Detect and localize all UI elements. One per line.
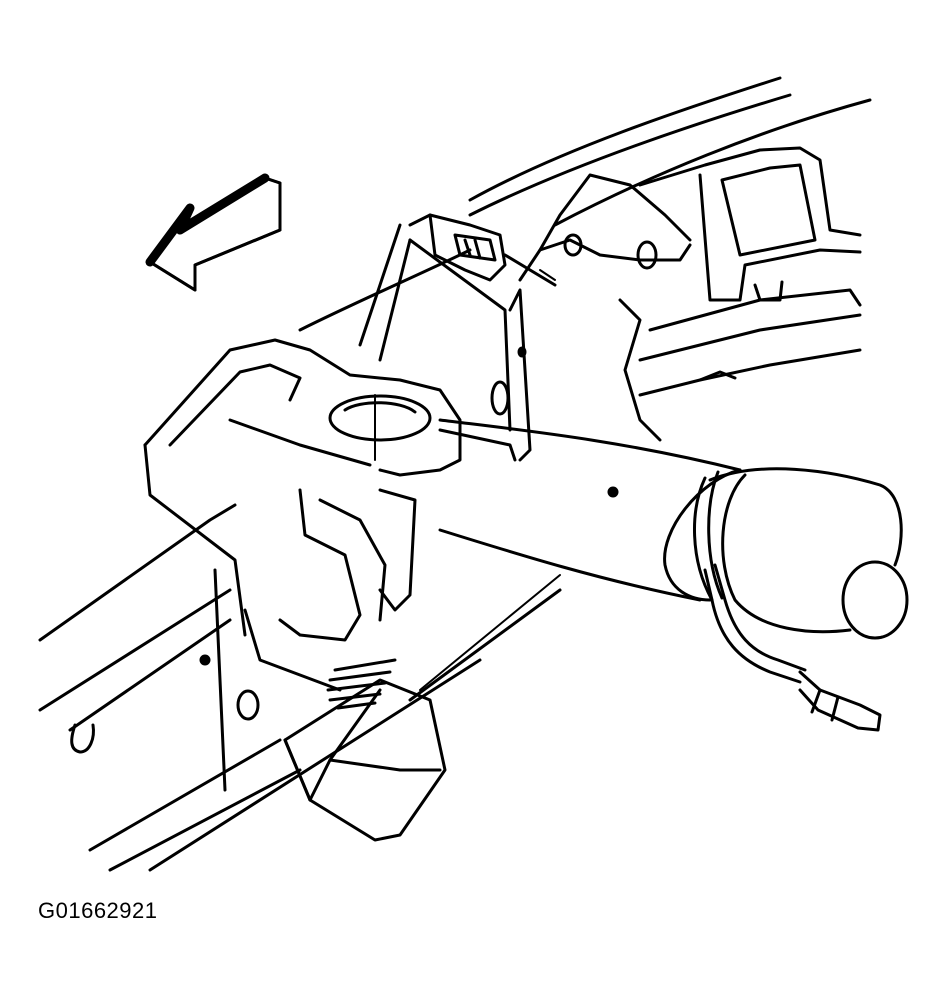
axle-tube [438, 418, 742, 602]
coil-spring [326, 658, 397, 710]
front-saddle-bracket [143, 338, 462, 637]
brake-line [703, 563, 882, 732]
upper-mounting-bracket [490, 173, 692, 462]
bump-stop-block [283, 678, 447, 842]
rubber-boot [693, 467, 909, 640]
sensor-connector [408, 213, 557, 287]
right-crossmember [638, 146, 862, 397]
lower-rail-line [148, 574, 562, 872]
front-direction-arrow-icon [145, 173, 282, 292]
figure-id-label: G01662921 [38, 898, 158, 923]
front-frame-rail [38, 503, 302, 872]
bracket-struts [358, 223, 517, 462]
saddle-support-legs [243, 488, 417, 692]
rear-frame-rail [298, 76, 872, 332]
